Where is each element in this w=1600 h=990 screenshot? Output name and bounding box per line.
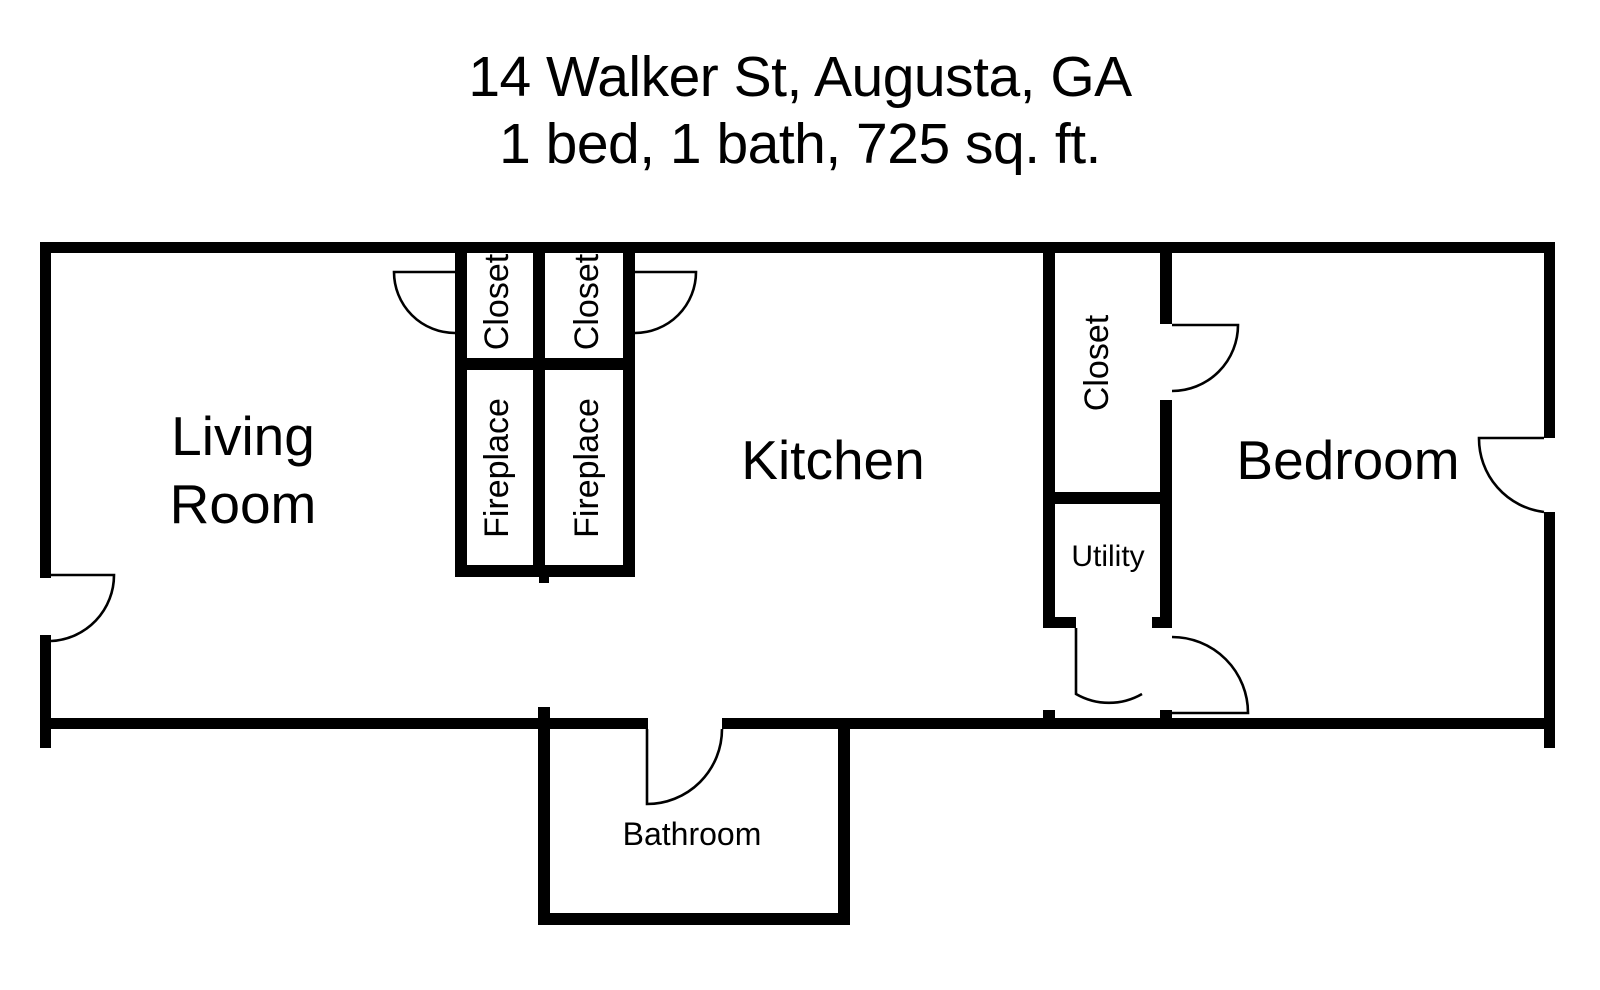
exterior-wall-right-upper — [1544, 242, 1555, 438]
label-living-room-line2: Room — [170, 473, 317, 535]
bedroom-closet-left-wall — [1043, 247, 1055, 628]
door-swing-utility — [1074, 628, 1143, 705]
closet-fireplace-divider-wall — [455, 358, 635, 370]
bottom-wall-stub-right-of-utility — [1160, 710, 1172, 722]
door-jamb-closet-right-bottom — [623, 329, 635, 355]
door-swing-bedroom-exterior — [1477, 436, 1545, 514]
bottom-wall-stub-left-of-bedroom — [1043, 710, 1055, 722]
door-jamb-closet-right-top — [623, 253, 635, 279]
label-fireplace-left: Fireplace — [478, 398, 516, 538]
label-closet-bedroom: Closet — [1078, 314, 1116, 411]
label-utility: Utility — [1071, 540, 1144, 573]
door-swing-bedroom — [1171, 635, 1250, 715]
utility-bottom-wall-left — [1043, 617, 1076, 628]
exterior-wall-left-lower — [40, 641, 51, 748]
door-swing-closet-left — [392, 270, 456, 335]
exterior-wall-bottom-left — [40, 718, 648, 729]
label-fireplace-right: Fireplace — [568, 398, 606, 538]
bathroom-wall-left — [538, 707, 550, 925]
door-jamb-closet-left-bottom — [455, 329, 467, 355]
label-kitchen: Kitchen — [741, 429, 924, 491]
label-living-room-line1: Living — [171, 405, 315, 467]
exterior-wall-top — [40, 242, 1555, 253]
door-jamb-closet-left-top — [455, 253, 467, 279]
exterior-wall-bottom-right — [722, 718, 1555, 729]
bedroom-closet-right-wall-lower — [1160, 400, 1172, 628]
door-jamb-entry-top — [40, 568, 51, 578]
page-title: 14 Walker St, Augusta, GA — [468, 45, 1132, 109]
bedroom-closet-right-wall-upper — [1160, 247, 1172, 324]
fireplace-center-divider-wall — [533, 347, 545, 577]
label-bedroom: Bedroom — [1236, 429, 1459, 491]
bathroom-wall-right — [838, 718, 850, 925]
fireplace-center-stub — [539, 565, 549, 583]
label-bathroom: Bathroom — [623, 816, 762, 852]
exterior-wall-right-lower — [1544, 512, 1555, 748]
door-swing-entry — [50, 573, 116, 643]
closet-utility-divider-wall — [1043, 492, 1172, 504]
exterior-wall-left-upper — [40, 242, 51, 575]
door-jamb-entry-bottom — [40, 635, 51, 645]
page-subtitle: 1 bed, 1 bath, 725 sq. ft. — [499, 112, 1101, 177]
door-swing-closet-right — [634, 270, 698, 335]
fireplace-left-wall — [455, 347, 467, 577]
fireplace-right-wall — [623, 347, 635, 577]
utility-bottom-wall-right — [1152, 617, 1172, 628]
label-closet-left: Closet — [478, 253, 516, 350]
plan-title-block: 14 Walker St, Augusta, GA 1 bed, 1 bath,… — [0, 44, 1600, 179]
door-swing-bathroom — [645, 728, 724, 806]
bathroom-wall-bottom — [538, 913, 850, 925]
label-closet-right: Closet — [568, 253, 606, 350]
door-swing-bedroom-closet — [1171, 323, 1240, 393]
